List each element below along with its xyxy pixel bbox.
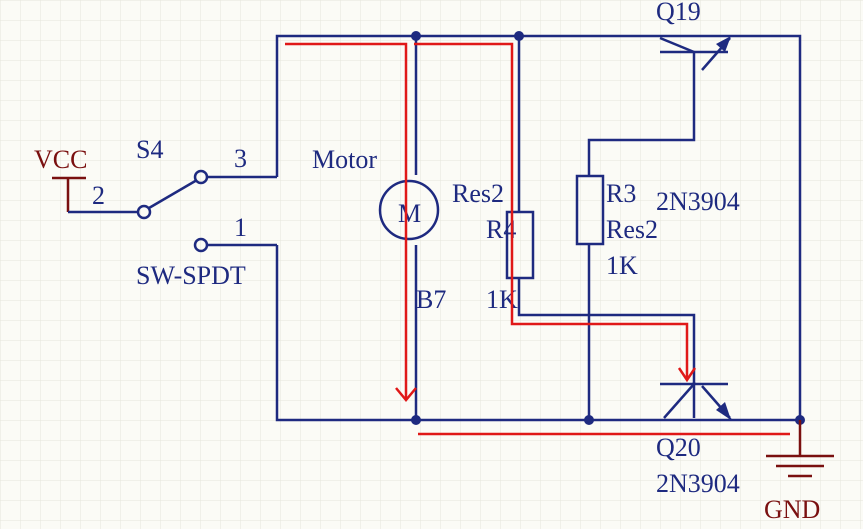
current-flow-path-motor	[285, 42, 417, 402]
switch-type-label: SW-SPDT	[136, 261, 246, 290]
gnd-power-port[interactable]	[766, 420, 834, 478]
circuit-wires	[275, 34, 802, 422]
transistor-q20[interactable]	[660, 382, 731, 420]
q19-type-label: 2N3904	[656, 187, 740, 216]
current-flow-path-base	[414, 42, 697, 383]
gnd-label: GND	[764, 495, 820, 524]
r4-type-label: Res2	[452, 179, 504, 208]
transistor-q19[interactable]	[659, 36, 731, 74]
switch-pin-3-label: 3	[234, 144, 247, 173]
switch-pin-1-label: 1	[234, 213, 247, 242]
q20-ref-label: Q20	[656, 433, 701, 462]
junction-dots	[411, 31, 805, 425]
motor-symbol: M	[398, 199, 421, 228]
q19-ref-label: Q19	[656, 0, 701, 26]
motor-name-label: Motor	[312, 145, 377, 174]
vcc-label: VCC	[34, 145, 87, 174]
switch-pin-2-label: 2	[92, 181, 105, 210]
q20-type-label: 2N3904	[656, 469, 740, 498]
r3-type-label: Res2	[606, 215, 658, 244]
motor-b7[interactable]	[378, 179, 440, 241]
switch-ref-label: S4	[136, 135, 163, 164]
r3-value-label: 1K	[606, 251, 638, 280]
motor-ref-label: B7	[416, 285, 446, 314]
switch-s4[interactable]	[68, 169, 277, 253]
resistor-r3[interactable]	[575, 174, 605, 246]
r3-ref-label: R3	[606, 179, 636, 208]
vcc-power-port[interactable]	[52, 176, 86, 212]
resistor-r4[interactable]	[505, 210, 535, 280]
